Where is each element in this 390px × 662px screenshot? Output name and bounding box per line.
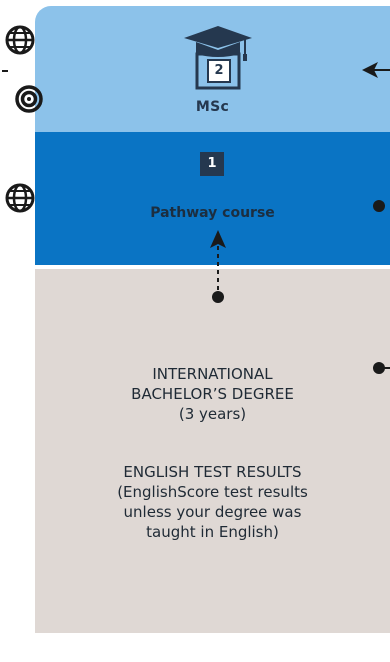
degree-line: BACHELOR’S DEGREE [131, 385, 294, 403]
connector-dot [373, 362, 390, 374]
degree-requirement: INTERNATIONAL BACHELOR’S DEGREE (3 years… [35, 364, 390, 424]
degree-line: (3 years) [178, 405, 247, 423]
requirements-panel [35, 269, 390, 633]
cap-body-frame [195, 52, 241, 90]
globe-icon [5, 183, 35, 213]
target-icon [15, 85, 43, 113]
dashed-up-arrow [210, 230, 226, 303]
english-requirement: ENGLISH TEST RESULTS (EnglishScore test … [35, 462, 390, 542]
globe-icon [5, 25, 35, 55]
connector-dot [373, 200, 385, 212]
arrow-left-icon [362, 62, 390, 78]
english-line: ENGLISH TEST RESULTS [123, 463, 302, 481]
degree-line: INTERNATIONAL [152, 365, 273, 383]
step-2-badge: 2 [207, 59, 231, 83]
step-1-badge: 1 [200, 152, 224, 176]
english-line: (EnglishScore test results [117, 483, 308, 501]
pathway-label: Pathway course [150, 205, 275, 221]
dash-mark [2, 70, 8, 72]
english-line: unless your degree was [123, 503, 302, 521]
english-line: taught in English) [146, 523, 279, 541]
msc-label: MSc [195, 99, 230, 115]
